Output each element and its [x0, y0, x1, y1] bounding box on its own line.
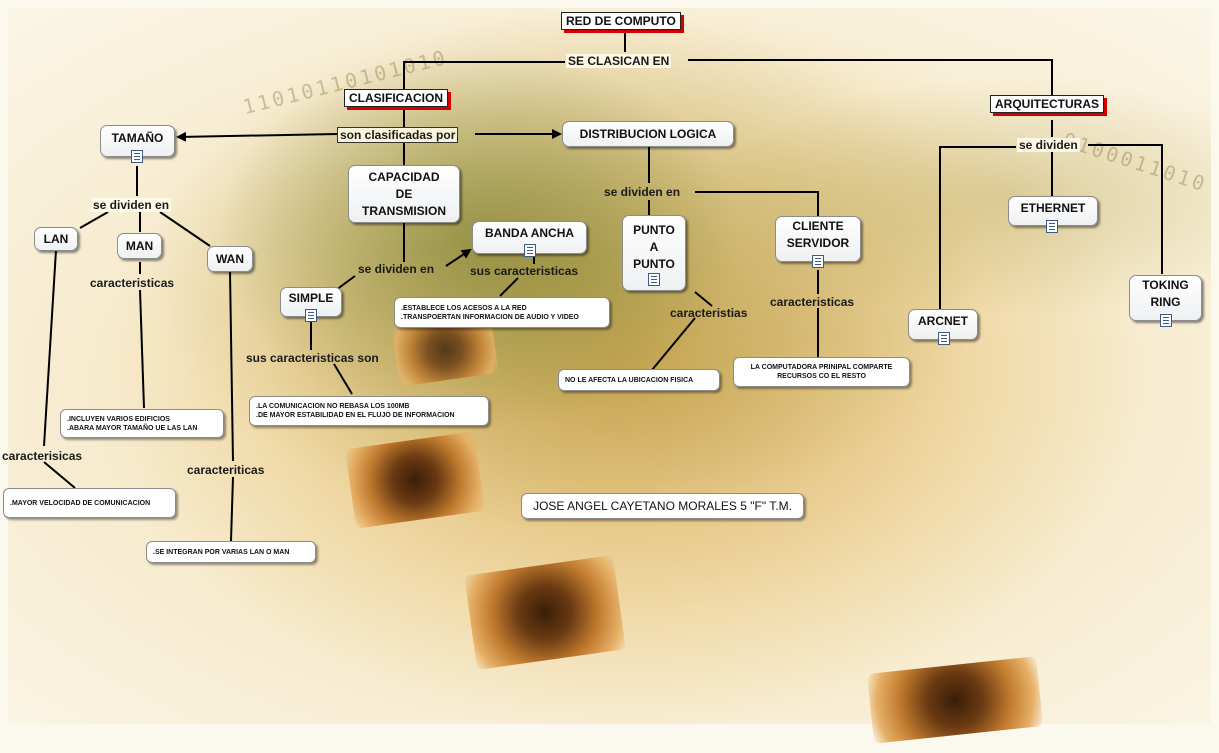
link-label-se-dividen: se dividen [1017, 138, 1080, 152]
author-box[interactable]: JOSE ANGEL CAYETANO MORALES 5 "F" T.M. [521, 493, 804, 519]
toking-line-1: TOKING [1142, 278, 1189, 292]
link-label-wan-caracteristicas: caracteriticas [187, 463, 265, 477]
note-icon[interactable] [305, 309, 317, 322]
man-note-line-1: .INCLUYEN VARIOS EDIFICIOS [67, 415, 170, 423]
banda-ancha-note[interactable]: .ESTABLECE LOS ACESOS A LA RED .TRANSPOE… [394, 297, 610, 328]
simple-label: SIMPLE [288, 290, 334, 305]
arquitecturas-topic[interactable]: ARQUITECTURAS [990, 95, 1104, 113]
capacidad-line-2: DE [395, 186, 413, 201]
man-note[interactable]: .INCLUYEN VARIOS EDIFICIOS .ABARA MAYOR … [60, 409, 224, 438]
banda-note-line-2: .TRANSPOERTAN INFORMACION DE AUDIO Y VID… [401, 313, 579, 321]
simple-note-line-1: .LA COMUNICACION NO REBASA LOS 100MB [256, 403, 410, 410]
toking-line-2: RING [1150, 295, 1181, 309]
link-label-se-dividen-en: se dividen en [91, 198, 172, 212]
root-topic[interactable]: RED DE COMPUTO [561, 12, 681, 30]
lan-topic[interactable]: LAN [34, 227, 78, 251]
capacidad-transmision-topic[interactable]: CAPACIDAD DE TRANSMISION [348, 165, 460, 223]
note-icon[interactable] [1046, 220, 1058, 233]
capacidad-line-3: TRANSMISION [362, 203, 446, 218]
link-label-dist-se-dividen-en: se dividen en [604, 185, 681, 199]
punto-a-punto-topic[interactable]: PUNTO A PUNTO [622, 215, 686, 291]
ethernet-topic[interactable]: ETHERNET [1008, 196, 1098, 226]
punto-line-3: PUNTO [633, 256, 675, 271]
note-icon[interactable] [812, 255, 824, 268]
man-note-line-2: .ABARA MAYOR TAMAÑO UE LAS LAN [67, 424, 198, 432]
punto-line-2: A [649, 239, 659, 254]
punto-note[interactable]: NO LE AFECTA LA UBICACION FISICA [558, 369, 720, 391]
note-icon[interactable] [938, 332, 950, 345]
link-label-sus-caracteristicas: sus caracteristicas [470, 264, 579, 278]
man-topic[interactable]: MAN [117, 233, 162, 259]
cliente-note-line-2: RECURSOS CO EL RESTO [777, 373, 866, 380]
tamano-label: TAMAÑO [111, 130, 164, 145]
wan-label: WAN [216, 251, 244, 266]
toking-ring-topic[interactable]: TOKING RING [1129, 275, 1202, 321]
cliente-note-line-1: LA COMPUTADORA PRINIPAL COMPARTE [750, 364, 893, 371]
lan-note[interactable]: .MAYOR VELOCIDAD DE COMUNICACION [3, 488, 176, 518]
banda-ancha-label: BANDA ANCHA [484, 226, 575, 240]
link-label-man-caracteristicas: caracteristicas [90, 276, 175, 290]
distribucion-logica-label: DISTRIBUCION LOGICA [579, 126, 717, 141]
wan-note[interactable]: .SE INTEGRAN POR VARIAS LAN O MAN [146, 541, 316, 563]
wan-note-line-1: .SE INTEGRAN POR VARIAS LAN O MAN [153, 548, 290, 556]
ethernet-label: ETHERNET [1020, 200, 1086, 215]
man-label: MAN [125, 238, 154, 253]
cliente-line-1: CLIENTE [792, 219, 844, 233]
cliente-note[interactable]: LA COMPUTADORA PRINIPAL COMPARTE RECURSO… [733, 357, 910, 387]
punto-note-line-1: NO LE AFECTA LA UBICACION FISICA [565, 376, 694, 384]
note-icon[interactable] [524, 244, 536, 257]
simple-note[interactable]: .LA COMUNICACION NO REBASA LOS 100MB .DE… [249, 396, 489, 426]
simple-note-line-2: .DE MAYOR ESTABILIDAD EN EL FLUJO DE INF… [256, 412, 455, 419]
punto-line-1: PUNTO [633, 222, 675, 237]
lan-note-line-1: .MAYOR VELOCIDAD DE COMUNICACION [10, 499, 151, 507]
link-label-clasificadas-por: son clasificadas por [337, 127, 459, 143]
lan-label: LAN [43, 231, 69, 246]
link-label-lan-caracteristicas: caracterisicas [2, 449, 83, 463]
clasificacion-topic[interactable]: CLASIFICACION [344, 89, 448, 107]
author-name: JOSE ANGEL CAYETANO MORALES 5 "F" T.M. [533, 499, 792, 513]
capacidad-line-1: CAPACIDAD [368, 169, 440, 184]
arcnet-label: ARCNET [918, 314, 968, 328]
note-icon[interactable] [131, 150, 143, 163]
link-label-se-clasican-en: SE CLASICAN EN [566, 54, 672, 68]
link-label-cliente-caracteristicas: caracteristicas [770, 295, 855, 309]
link-label-punto-caracteristicas: caracteristias [670, 306, 748, 320]
cliente-line-2: SERVIDOR [786, 236, 850, 250]
banda-note-line-1: .ESTABLECE LOS ACESOS A LA RED [401, 304, 527, 312]
arcnet-topic[interactable]: ARCNET [908, 309, 978, 340]
wan-topic[interactable]: WAN [207, 246, 253, 272]
link-label-simple-caracteristicas: sus caracteristicas son [246, 351, 379, 365]
note-icon[interactable] [648, 273, 660, 286]
distribucion-logica-topic[interactable]: DISTRIBUCION LOGICA [562, 121, 734, 147]
cliente-servidor-topic[interactable]: CLIENTE SERVIDOR [775, 216, 861, 262]
link-label-cap-se-dividen-en: se dividen en [358, 262, 435, 276]
note-icon[interactable] [1160, 314, 1172, 327]
